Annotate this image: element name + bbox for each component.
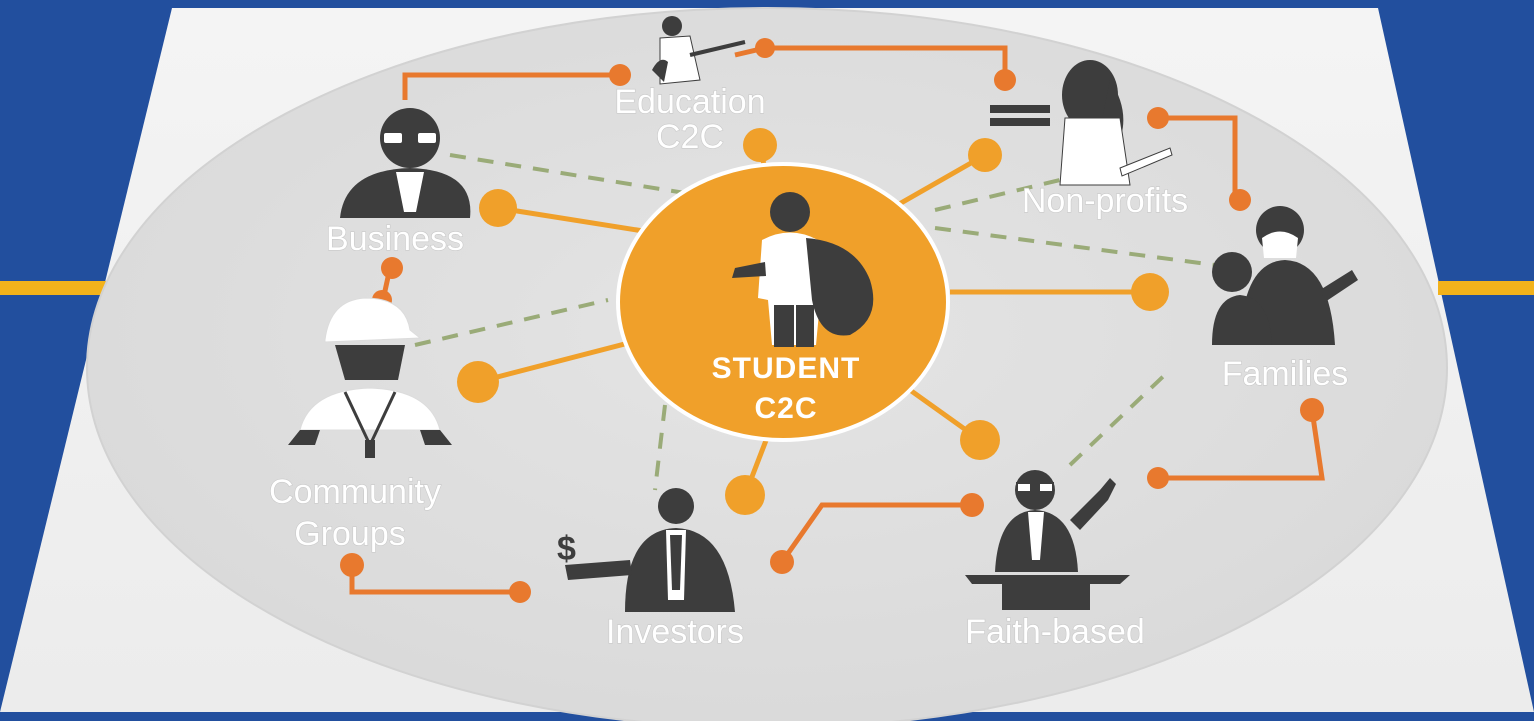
label-investors: Investors	[606, 613, 744, 651]
families-icon	[1212, 206, 1358, 345]
education-icon	[652, 16, 746, 85]
label-education-line1: Education	[614, 83, 765, 121]
investors-icon: $	[557, 488, 735, 612]
label-community-line1: Community	[269, 473, 441, 511]
accent-bar-right	[1438, 281, 1534, 295]
label-education-line2: C2C	[656, 118, 724, 156]
label-families: Families	[1222, 355, 1349, 393]
faith-icon	[965, 470, 1130, 610]
hub-title-line2: C2C	[754, 392, 817, 425]
label-community-line2: Groups	[294, 515, 406, 553]
label-business: Business	[326, 220, 464, 258]
hub-title-line1: STUDENT	[712, 352, 861, 385]
community-icon	[288, 297, 452, 458]
label-faith: Faith-based	[965, 613, 1145, 651]
student-icon	[732, 192, 874, 347]
dashed-links	[414, 153, 1216, 491]
perimeter-connectors	[340, 38, 1325, 603]
nonprofits-icon	[990, 60, 1173, 186]
label-nonprofits: Non-profits	[1022, 182, 1188, 220]
student-hub: STUDENT C2C	[616, 162, 950, 442]
dollar-sign-icon: $	[557, 530, 576, 568]
business-icon	[340, 108, 471, 218]
